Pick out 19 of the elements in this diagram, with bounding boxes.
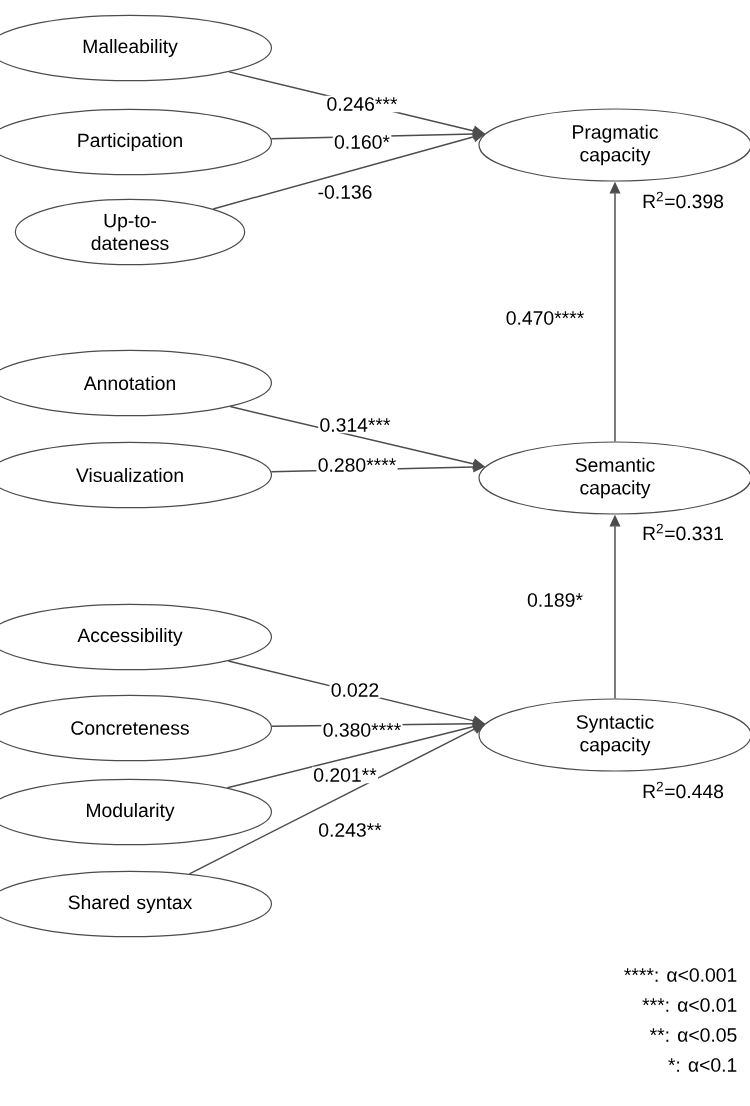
significance-note: **: α<0.05: [649, 1028, 737, 1042]
significance-note: *: α<0.1: [668, 1058, 737, 1072]
edge-label: 0.243**: [316, 821, 384, 839]
edge-label: -0.136: [316, 183, 374, 201]
r-squared-label: R$^{2}$=0.448: [643, 781, 724, 799]
ellipse-node: Up-to-dateness: [14, 198, 246, 266]
edge-label: 0.189*: [525, 591, 585, 609]
edge-label: 0.380****: [321, 721, 403, 739]
edge-label: 0.022: [329, 681, 381, 699]
edge-label: 0.246***: [325, 95, 399, 113]
r-squared-label: R$^{2}$=0.398: [643, 191, 724, 209]
edge-label: 0.160*: [332, 133, 392, 151]
significance-note: ***: α<0.01: [642, 998, 737, 1012]
edge-label: 0.314***: [318, 416, 392, 434]
significance-note: ****: α<0.001: [624, 968, 737, 982]
edge-label: 0.280****: [316, 456, 398, 474]
edge-label: 0.201**: [311, 766, 379, 784]
r-squared-label: R$^{2}$=0.331: [643, 523, 723, 541]
edge-label: 0.470****: [504, 309, 586, 327]
